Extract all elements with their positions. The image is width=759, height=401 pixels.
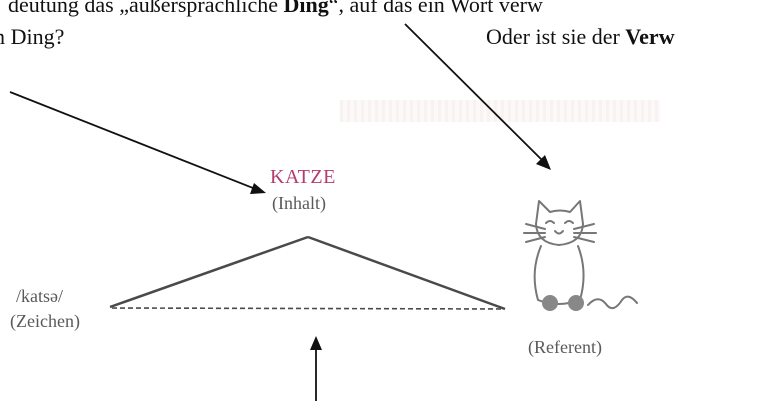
body-text-line-1: deutung das „außersprachliche Ding“, auf… xyxy=(8,0,543,18)
body-text-line-3: Oder ist sie der Verw xyxy=(486,24,675,50)
triangle-right-side xyxy=(307,235,506,311)
triangle-dashed-base xyxy=(111,307,504,310)
concept-label: KATZE xyxy=(270,166,336,188)
line1-text-b: “, auf das ein Wort verw xyxy=(328,0,543,17)
line1-text-a: deutung das „außersprachliche xyxy=(8,0,284,17)
arrow-line-to-referent xyxy=(404,23,546,164)
cat-left-paw xyxy=(542,295,558,311)
line1-bold-ding: Ding xyxy=(283,0,329,17)
arrowhead-to-base xyxy=(310,336,322,350)
concept-role-label: (Inhalt) xyxy=(272,193,326,213)
sign-role-label: (Zeichen) xyxy=(10,311,80,331)
sign-label: /katsə/ xyxy=(16,286,63,306)
line3-bold-verw: Verw xyxy=(625,24,675,49)
arrowhead-to-referent xyxy=(536,155,551,170)
arrowhead-to-inhalt xyxy=(250,183,266,194)
cat-icon xyxy=(523,200,638,310)
arrow-line-to-inhalt xyxy=(9,91,259,191)
triangle-left-side xyxy=(109,235,309,309)
body-text-line-2: m Ding? xyxy=(0,24,65,49)
cat-right-paw xyxy=(568,295,584,311)
referent-role-label: (Referent) xyxy=(528,337,602,357)
scan-noise xyxy=(340,100,660,122)
line3-text-a: Oder ist sie der xyxy=(486,24,626,49)
